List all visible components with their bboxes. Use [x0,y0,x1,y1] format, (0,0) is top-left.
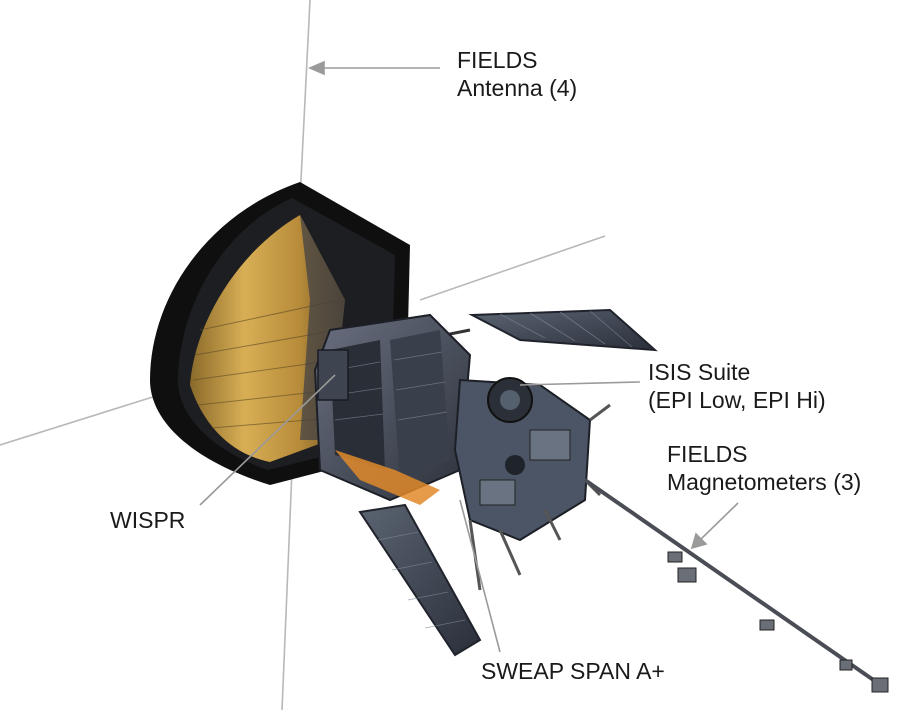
fields-antennas [0,0,606,710]
pointer-sweap [459,499,501,653]
label-fields-antenna: FIELDS Antenna (4) [457,46,577,102]
pointer-wispr [199,374,336,506]
label-fields-antenna-line2: Antenna (4) [457,75,578,101]
pointer-magnetometers [699,502,739,541]
magnetometer-boom [583,478,889,693]
label-isis-suite-line2: (EPI Low, EPI Hi) [648,387,826,413]
label-sweap: SWEAP SPAN A+ [481,657,665,685]
antenna-bottom [281,469,293,710]
spacecraft-bus [313,313,611,591]
magnetometer-2 [677,567,697,583]
pointer-isis [519,381,641,386]
label-fields-magnetometers-line1: FIELDS [667,441,748,467]
label-isis-suite-line1: ISIS Suite [648,359,751,385]
label-sweap-line1: SWEAP SPAN A+ [481,658,665,684]
antenna-right [419,235,606,301]
label-fields-magnetometers: FIELDS Magnetometers (3) [667,440,861,496]
label-isis-suite: ISIS Suite (EPI Low, EPI Hi) [648,358,826,414]
solar-array-upper [429,308,658,352]
antenna-left [0,389,176,446]
pointer-lines [199,60,739,653]
label-wispr: WISPR [110,506,185,534]
label-fields-magnetometers-line2: Magnetometers (3) [667,469,862,495]
magnetometer-1 [667,551,683,563]
solar-array-lower [358,503,482,657]
antenna-top [299,0,311,201]
label-fields-antenna-line1: FIELDS [457,47,538,73]
magnetometer-3 [759,619,775,631]
label-wispr-line1: WISPR [110,507,186,533]
